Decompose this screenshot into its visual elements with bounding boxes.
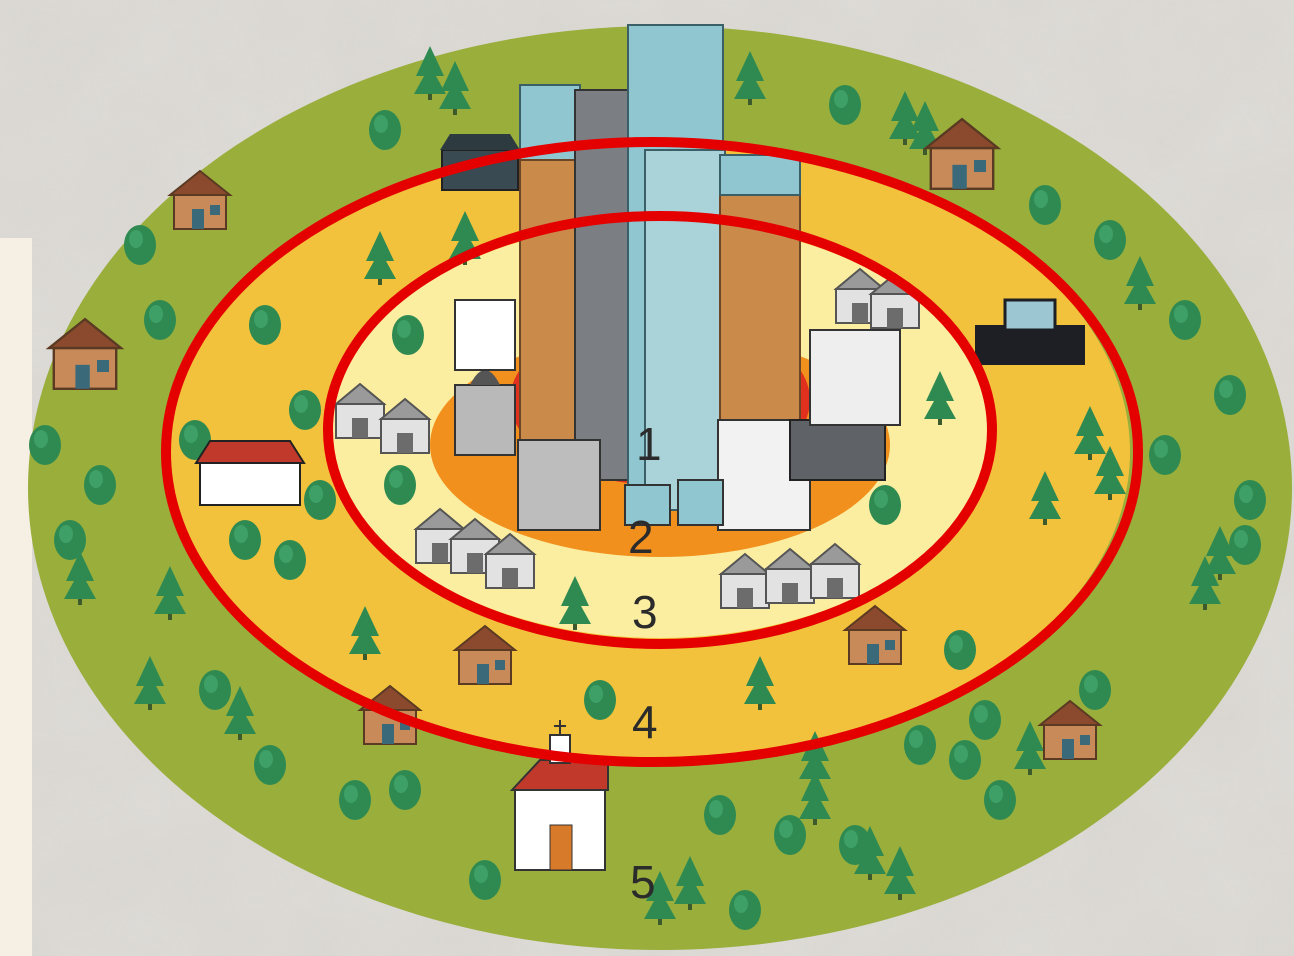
zone-label-5: 5: [630, 856, 656, 908]
zone-label-2: 2: [628, 511, 654, 563]
left-side-panel: [0, 238, 32, 956]
zone-label-3: 3: [632, 586, 658, 638]
zone-label-1: 1: [636, 418, 662, 470]
zone-label-4: 4: [632, 696, 658, 748]
